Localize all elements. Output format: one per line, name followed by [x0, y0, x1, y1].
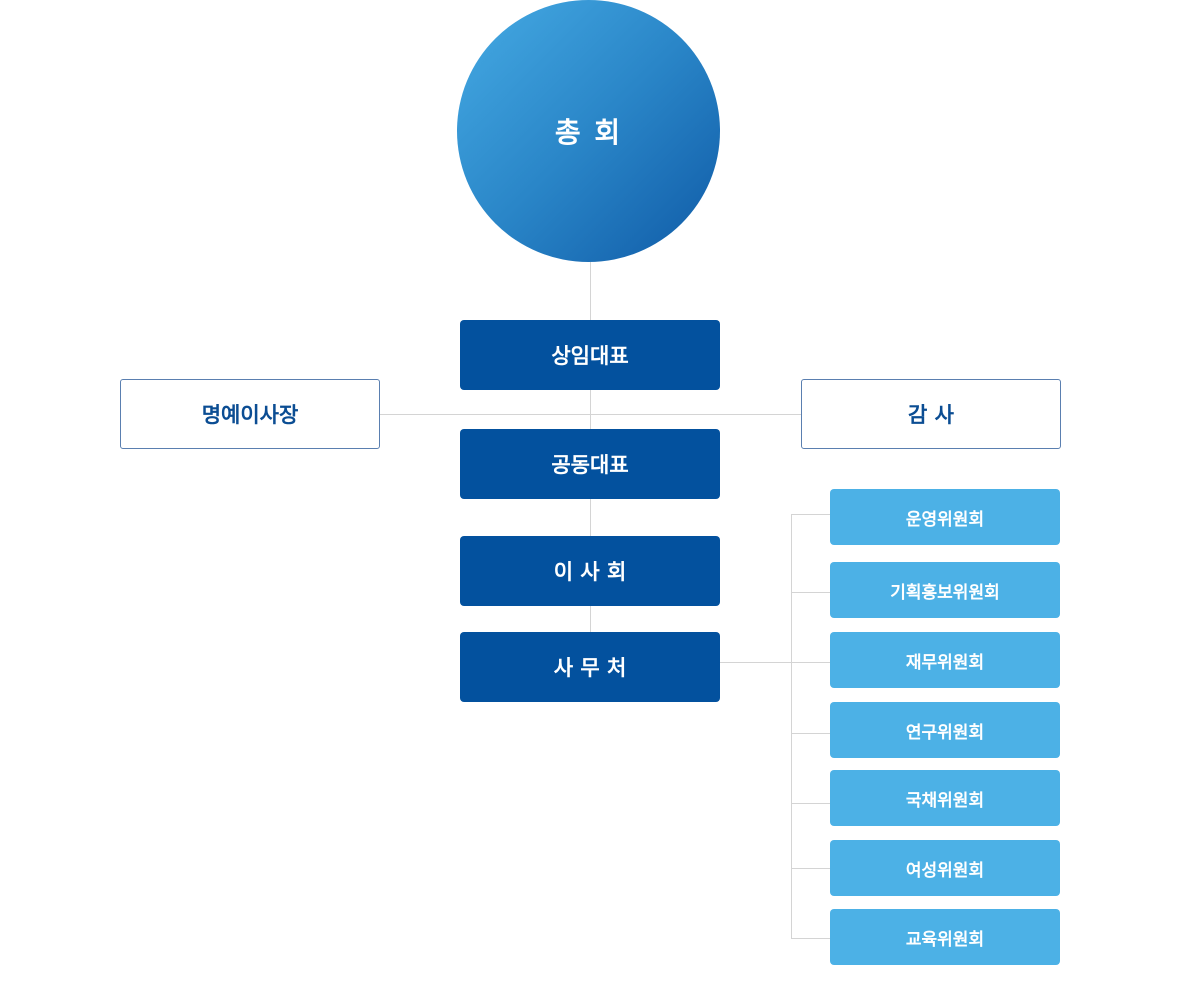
connector-side-horizontal [379, 414, 802, 415]
committee-label: 교육위원회 [905, 929, 985, 950]
connector-committee-branch [791, 514, 830, 515]
board-of-directors-node: 이 사 회 [460, 536, 720, 606]
connector-office-to-committees [720, 662, 792, 663]
co-representative-node: 공동대표 [460, 429, 720, 499]
committee-label: 국채위원회 [905, 790, 985, 811]
committee-node: 기획홍보위원회 [830, 562, 1060, 618]
honorary-chairman-label: 명예이사장 [201, 403, 299, 427]
board-of-directors-label: 이 사 회 [553, 560, 627, 584]
connector-committee-branch [791, 803, 830, 804]
committee-label: 기획홍보위원회 [890, 582, 1000, 603]
committee-node: 여성위원회 [830, 840, 1060, 896]
committee-node: 교육위원회 [830, 909, 1060, 965]
committee-node: 재무위원회 [830, 632, 1060, 688]
honorary-chairman-node: 명예이사장 [120, 379, 380, 449]
general-assembly-node: 총 회 [457, 0, 720, 262]
connector-committee-branch [791, 592, 830, 593]
auditor-label: 감 사 [908, 403, 954, 427]
secretariat-node: 사 무 처 [460, 632, 720, 702]
co-representative-label: 공동대표 [551, 453, 629, 477]
committee-label: 운영위원회 [905, 509, 985, 530]
standing-representative-node: 상임대표 [460, 320, 720, 390]
committee-label: 연구위원회 [905, 722, 985, 743]
auditor-node: 감 사 [801, 379, 1061, 449]
connector-committee-spine [791, 514, 792, 939]
secretariat-label: 사 무 처 [553, 656, 627, 680]
connector-committee-branch [791, 938, 830, 939]
connector-committee-branch [791, 662, 830, 663]
committee-node: 국채위원회 [830, 770, 1060, 826]
committee-label: 여성위원회 [905, 860, 985, 881]
committee-node: 운영위원회 [830, 489, 1060, 545]
committee-node: 연구위원회 [830, 702, 1060, 758]
connector-committee-branch [791, 733, 830, 734]
general-assembly-label: 총 회 [554, 116, 623, 149]
connector-committee-branch [791, 868, 830, 869]
standing-representative-label: 상임대표 [551, 344, 629, 368]
committee-label: 재무위원회 [905, 652, 985, 673]
